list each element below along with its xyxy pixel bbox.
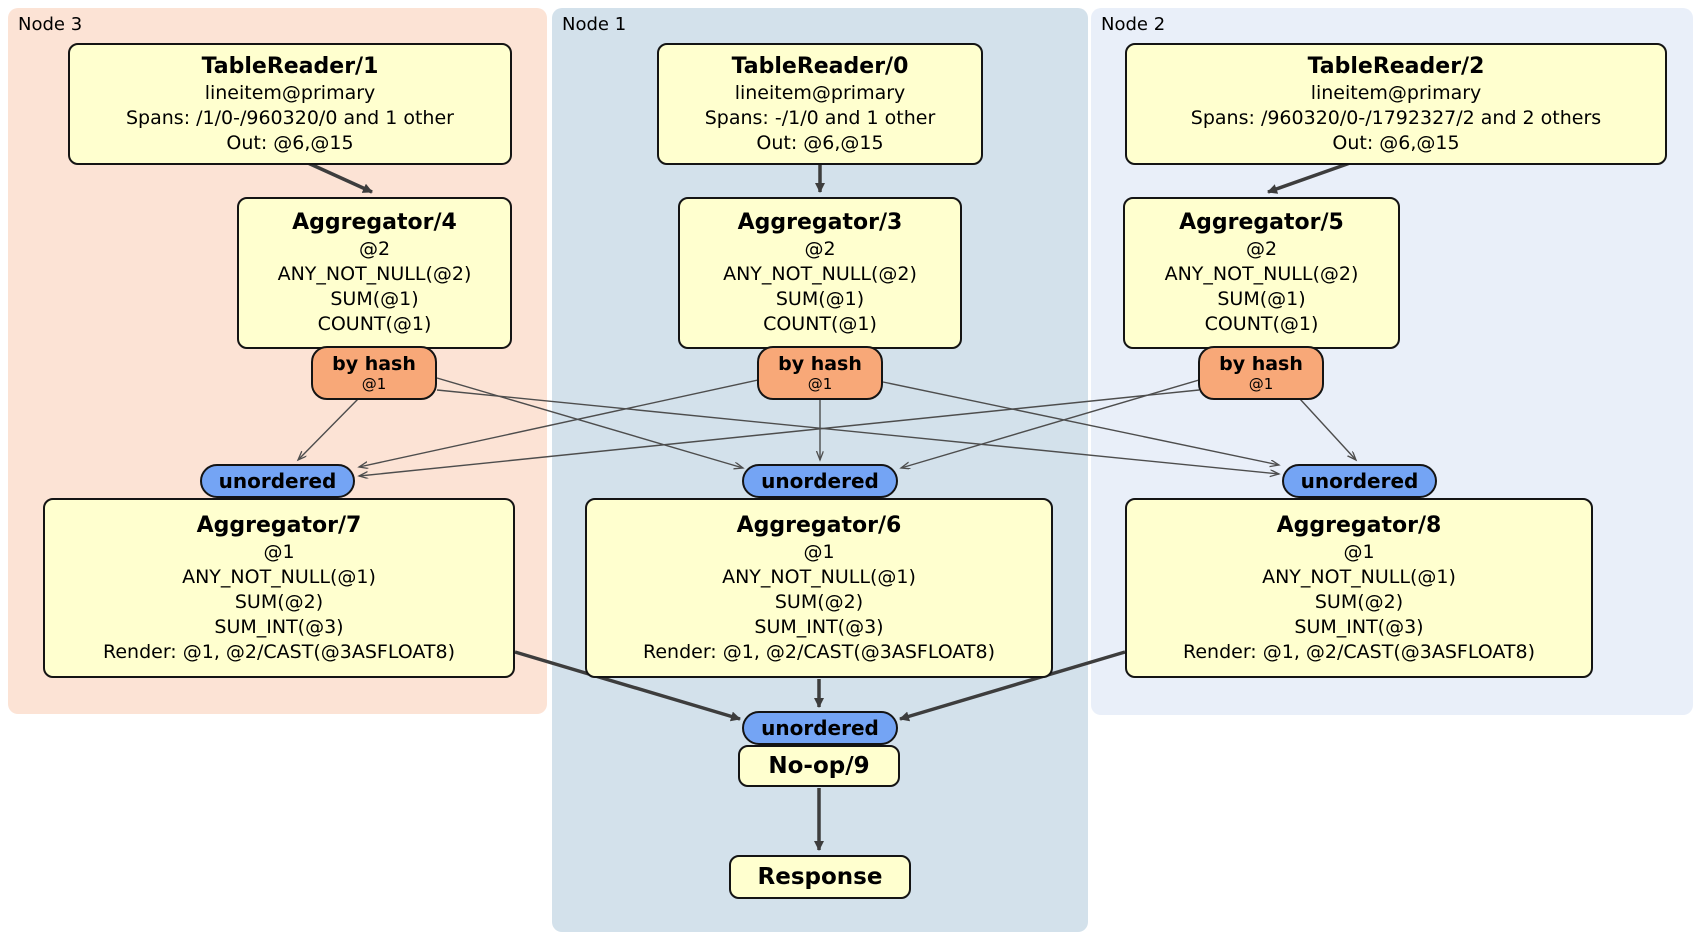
router-label: by hash xyxy=(778,353,862,375)
processor-title: TableReader/1 xyxy=(201,53,379,79)
sync-unordered-final: unordered xyxy=(742,711,898,745)
processor-detail: ANY_NOT_NULL(@2) xyxy=(1164,263,1359,285)
processor-title: Aggregator/5 xyxy=(1179,210,1344,235)
processor-table-reader-1: TableReader/1 lineitem@primary Spans: /1… xyxy=(68,43,512,165)
processor-title: Aggregator/7 xyxy=(196,512,362,538)
processor-detail: SUM(@1) xyxy=(1217,288,1306,310)
processor-detail: ANY_NOT_NULL(@1) xyxy=(722,565,916,588)
processor-table-reader-0: TableReader/0 lineitem@primary Spans: -/… xyxy=(657,43,983,165)
processor-render: Render: @1, @2/CAST(@3ASFLOAT8) xyxy=(1183,640,1535,663)
processor-detail: SUM(@1) xyxy=(330,288,419,310)
processor-detail: lineitem@primary xyxy=(204,81,376,104)
processor-no-op-9: No-op/9 xyxy=(738,745,900,787)
processor-title: Aggregator/3 xyxy=(737,210,903,235)
processor-detail: @1 xyxy=(263,540,295,563)
router-label: by hash xyxy=(1219,353,1303,375)
sync-label: unordered xyxy=(1300,469,1419,493)
router-columns: @1 xyxy=(1248,375,1274,393)
processor-detail: lineitem@primary xyxy=(1310,81,1482,104)
router-columns: @1 xyxy=(807,375,833,393)
processor-render: Render: @1, @2/CAST(@3ASFLOAT8) xyxy=(643,640,995,663)
processor-title: TableReader/0 xyxy=(731,53,909,79)
router-by-hash-node2: by hash @1 xyxy=(1198,346,1324,400)
processor-detail: SUM_INT(@3) xyxy=(214,615,344,638)
processor-aggregator-6: Aggregator/6 @1 ANY_NOT_NULL(@1) SUM(@2)… xyxy=(585,498,1053,678)
processor-detail: SUM(@2) xyxy=(1314,590,1404,613)
processor-detail: @1 xyxy=(803,540,835,563)
processor-title: Response xyxy=(757,864,883,890)
processor-detail: @1 xyxy=(1343,540,1375,563)
processor-detail: SUM_INT(@3) xyxy=(1294,615,1424,638)
processor-aggregator-3: Aggregator/3 @2 ANY_NOT_NULL(@2) SUM(@1)… xyxy=(678,197,962,349)
processor-aggregator-7: Aggregator/7 @1 ANY_NOT_NULL(@1) SUM(@2)… xyxy=(43,498,515,678)
router-label: by hash xyxy=(332,353,416,375)
processor-detail: SUM(@1) xyxy=(775,288,865,310)
processor-title: TableReader/2 xyxy=(1307,53,1485,79)
router-by-hash-node1: by hash @1 xyxy=(757,346,883,400)
processor-aggregator-4: Aggregator/4 @2 ANY_NOT_NULL(@2) SUM(@1)… xyxy=(237,197,512,349)
cluster-node2-label: Node 2 xyxy=(1101,14,1166,35)
router-by-hash-node3: by hash @1 xyxy=(311,346,437,400)
processor-detail: COUNT(@1) xyxy=(763,313,877,335)
sync-label: unordered xyxy=(761,469,879,493)
processor-detail: COUNT(@1) xyxy=(1204,313,1319,335)
processor-detail: @2 xyxy=(1245,238,1278,260)
cluster-node1-label: Node 1 xyxy=(562,14,627,35)
processor-spans: Spans: -/1/0 and 1 other xyxy=(704,106,936,129)
processor-detail: ANY_NOT_NULL(@1) xyxy=(1262,565,1456,588)
processor-detail: COUNT(@1) xyxy=(317,313,432,335)
processor-detail: SUM_INT(@3) xyxy=(754,615,884,638)
processor-detail: ANY_NOT_NULL(@1) xyxy=(182,565,376,588)
sync-label: unordered xyxy=(761,716,879,740)
processor-detail: SUM(@2) xyxy=(234,590,324,613)
processor-detail: SUM(@2) xyxy=(774,590,864,613)
processor-title: Aggregator/8 xyxy=(1276,512,1442,538)
processor-detail: ANY_NOT_NULL(@2) xyxy=(723,263,917,285)
processor-detail: @2 xyxy=(358,238,391,260)
processor-aggregator-5: Aggregator/5 @2 ANY_NOT_NULL(@2) SUM(@1)… xyxy=(1123,197,1400,349)
processor-table-reader-2: TableReader/2 lineitem@primary Spans: /9… xyxy=(1125,43,1667,165)
processor-out: Out: @6,@15 xyxy=(226,131,354,154)
processor-spans: Spans: /960320/0-/1792327/2 and 2 others xyxy=(1190,106,1602,129)
processor-title: Aggregator/6 xyxy=(736,512,902,538)
processor-detail: lineitem@primary xyxy=(734,81,906,104)
sync-label: unordered xyxy=(218,469,337,493)
processor-detail: ANY_NOT_NULL(@2) xyxy=(277,263,472,285)
router-columns: @1 xyxy=(361,375,387,393)
processor-out: Out: @6,@15 xyxy=(756,131,884,154)
sync-unordered-node1: unordered xyxy=(742,464,898,498)
processor-spans: Spans: /1/0-/960320/0 and 1 other xyxy=(126,106,454,129)
processor-detail: @2 xyxy=(804,238,836,260)
processor-render: Render: @1, @2/CAST(@3ASFLOAT8) xyxy=(103,640,455,663)
response-node: Response xyxy=(729,855,911,899)
cluster-node3-label: Node 3 xyxy=(18,14,83,35)
processor-title: Aggregator/4 xyxy=(292,210,457,235)
processor-aggregator-8: Aggregator/8 @1 ANY_NOT_NULL(@1) SUM(@2)… xyxy=(1125,498,1593,678)
processor-title: No-op/9 xyxy=(768,753,870,779)
sync-unordered-node2: unordered xyxy=(1282,464,1437,498)
processor-out: Out: @6,@15 xyxy=(1332,131,1460,154)
sync-unordered-node3: unordered xyxy=(200,464,355,498)
